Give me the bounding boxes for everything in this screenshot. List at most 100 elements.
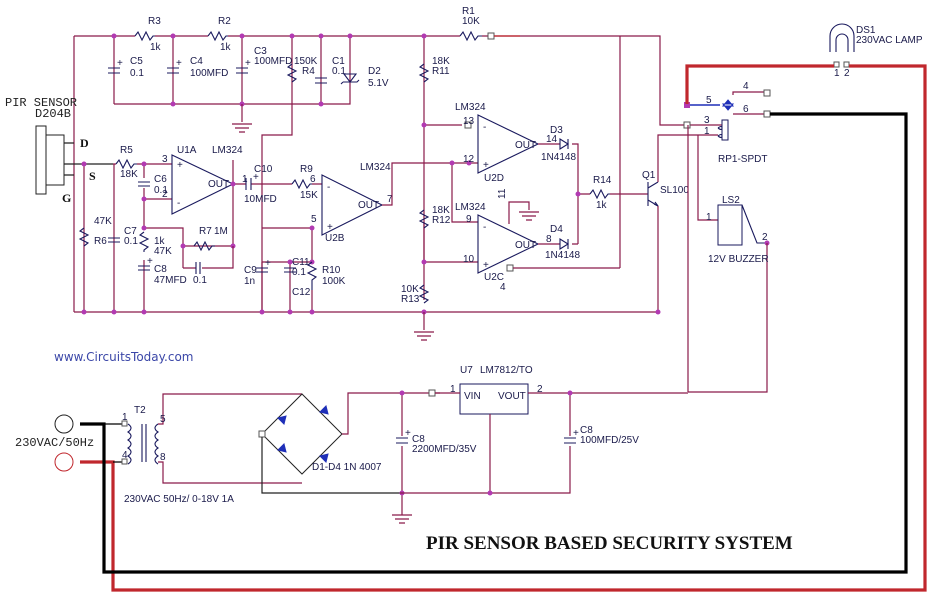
resistor-r6: 47K R6 [78, 216, 112, 247]
r2-value: 1k [220, 42, 232, 53]
svg-text:C8: C8 [154, 264, 167, 275]
svg-text:C8: C8 [580, 425, 593, 436]
svg-text:+: + [176, 58, 182, 69]
svg-text:10K: 10K [401, 284, 419, 295]
svg-text:U2C: U2C [484, 272, 504, 283]
svg-text:Q1: Q1 [642, 170, 656, 181]
diode-d4: D4 1N4148 [538, 224, 580, 261]
svg-text:D1-D4 1N 4007: D1-D4 1N 4007 [312, 462, 382, 473]
svg-text:R14: R14 [593, 175, 612, 186]
resistor-r4: 150K R4 [286, 56, 318, 83]
mains-neutral-wire [80, 112, 908, 574]
svg-text:6: 6 [743, 104, 749, 115]
svg-text:5: 5 [706, 95, 712, 106]
capacitor-c11: C11 0.1 C12 [284, 257, 311, 298]
svg-text:15K: 15K [300, 190, 318, 201]
resistor-r14: R14 1k [575, 175, 648, 211]
svg-text:+: + [147, 256, 153, 267]
pir-sensor-model: D204B [35, 107, 71, 121]
svg-text:OUT: OUT [515, 140, 536, 151]
mains-label: 230VAC/50Hz [15, 436, 94, 450]
stage2-wiring [230, 181, 322, 315]
resistor-r5: R5 18K [115, 145, 138, 180]
svg-text:1k: 1k [596, 200, 608, 211]
svg-text:2: 2 [762, 232, 768, 243]
svg-text:D4: D4 [550, 224, 563, 235]
opamp-u2b: -+ OUT U2B LM324 6 5 7 [310, 162, 452, 244]
svg-text:8: 8 [546, 234, 552, 245]
svg-text:T2: T2 [134, 405, 146, 416]
capacitor-c5: + C5 0.1 [108, 56, 144, 79]
svg-text:+: + [117, 58, 123, 69]
svg-text:+: + [483, 160, 489, 171]
svg-text:RP1-SPDT: RP1-SPDT [718, 154, 767, 165]
svg-text:LM324: LM324 [455, 202, 486, 213]
svg-text:LM324: LM324 [455, 102, 486, 113]
svg-text:18K: 18K [432, 56, 450, 67]
svg-text:2200MFD/35V: 2200MFD/35V [412, 444, 477, 455]
relay-coil-wire [687, 125, 718, 392]
capacitor-c9: + C9 1n [244, 258, 271, 287]
svg-text:C1: C1 [332, 56, 345, 67]
svg-text:100MFD: 100MFD [254, 56, 292, 67]
svg-text:+: + [405, 428, 411, 439]
resistor-r8: 1k 47K [138, 231, 172, 257]
svg-text:0.1: 0.1 [130, 68, 144, 79]
regulator-u7: VIN VOUT U7 LM7812/TO 1 2 [400, 365, 688, 496]
capacitor-feedback: 0.1 [183, 246, 234, 286]
pir-sensor-name: PIR SENSOR [5, 96, 77, 110]
svg-text:+: + [327, 222, 333, 233]
svg-text:R10: R10 [322, 265, 341, 276]
svg-text:11: 11 [497, 188, 508, 199]
svg-text:-: - [483, 222, 486, 233]
svg-text:R11: R11 [432, 66, 450, 77]
website-link[interactable]: www.CircuitsToday.com [54, 350, 193, 364]
svg-text:OUT: OUT [358, 200, 379, 211]
svg-text:R7: R7 [199, 226, 212, 237]
svg-text:U2D: U2D [484, 173, 504, 184]
capacitor-c7: C7 0.1 [108, 226, 138, 247]
svg-text:14: 14 [546, 134, 558, 145]
resistor-r11: 18K R11 [418, 56, 450, 83]
svg-text:+: + [177, 160, 183, 171]
diode-d3: D3 1N4148 [538, 125, 579, 244]
resistor-r7: R7 1M [193, 226, 228, 252]
opamp-u1a: +- OUT U1A LM324 3 2 1 [162, 145, 248, 215]
svg-text:U7: U7 [460, 365, 473, 376]
r3-value: 1k [150, 42, 162, 53]
transistor-q1: Q1 SL100 [642, 134, 690, 315]
svg-text:-: - [177, 198, 180, 209]
svg-text:1: 1 [704, 126, 710, 137]
svg-text:4: 4 [743, 81, 749, 92]
resistor-r13: 10K R13 [401, 284, 430, 305]
svg-text:VOUT: VOUT [498, 391, 526, 402]
svg-text:+: + [253, 172, 259, 183]
svg-text:G: G [62, 191, 71, 205]
svg-text:1N4148: 1N4148 [545, 250, 580, 261]
svg-text:100MFD/25V: 100MFD/25V [580, 435, 639, 446]
svg-text:5: 5 [311, 214, 317, 225]
resistor-r2: R2 1k [207, 16, 232, 53]
buzzer-ls2: LS2 1 2 12V BUZZER [688, 195, 770, 393]
svg-text:12V BUZZER: 12V BUZZER [708, 254, 769, 265]
svg-text:LS2: LS2 [722, 195, 740, 206]
svg-text:230VAC 50Hz/ 0-18V 1A: 230VAC 50Hz/ 0-18V 1A [124, 494, 234, 505]
svg-text:2: 2 [537, 384, 543, 395]
svg-text:47K: 47K [154, 246, 172, 257]
svg-text:10MFD: 10MFD [244, 194, 277, 205]
capacitor-output: + C8 100MFD/25V [564, 425, 639, 446]
opamp-u2d: -+ OUT U2D LM324 13 12 14 [455, 102, 558, 184]
svg-text:C11: C11 [292, 257, 310, 268]
svg-text:OUT: OUT [515, 240, 536, 251]
svg-text:VIN: VIN [464, 391, 481, 402]
r3-ref: R3 [148, 16, 161, 27]
svg-text:C5: C5 [130, 56, 143, 67]
svg-text:-: - [327, 182, 330, 193]
svg-text:R6: R6 [94, 236, 107, 247]
svg-text:3: 3 [704, 115, 710, 126]
resistor-r1: R1 10K [459, 6, 520, 42]
svg-text:C3: C3 [254, 46, 267, 57]
svg-text:0.1: 0.1 [193, 275, 207, 286]
svg-text:230VAC LAMP: 230VAC LAMP [856, 35, 923, 46]
